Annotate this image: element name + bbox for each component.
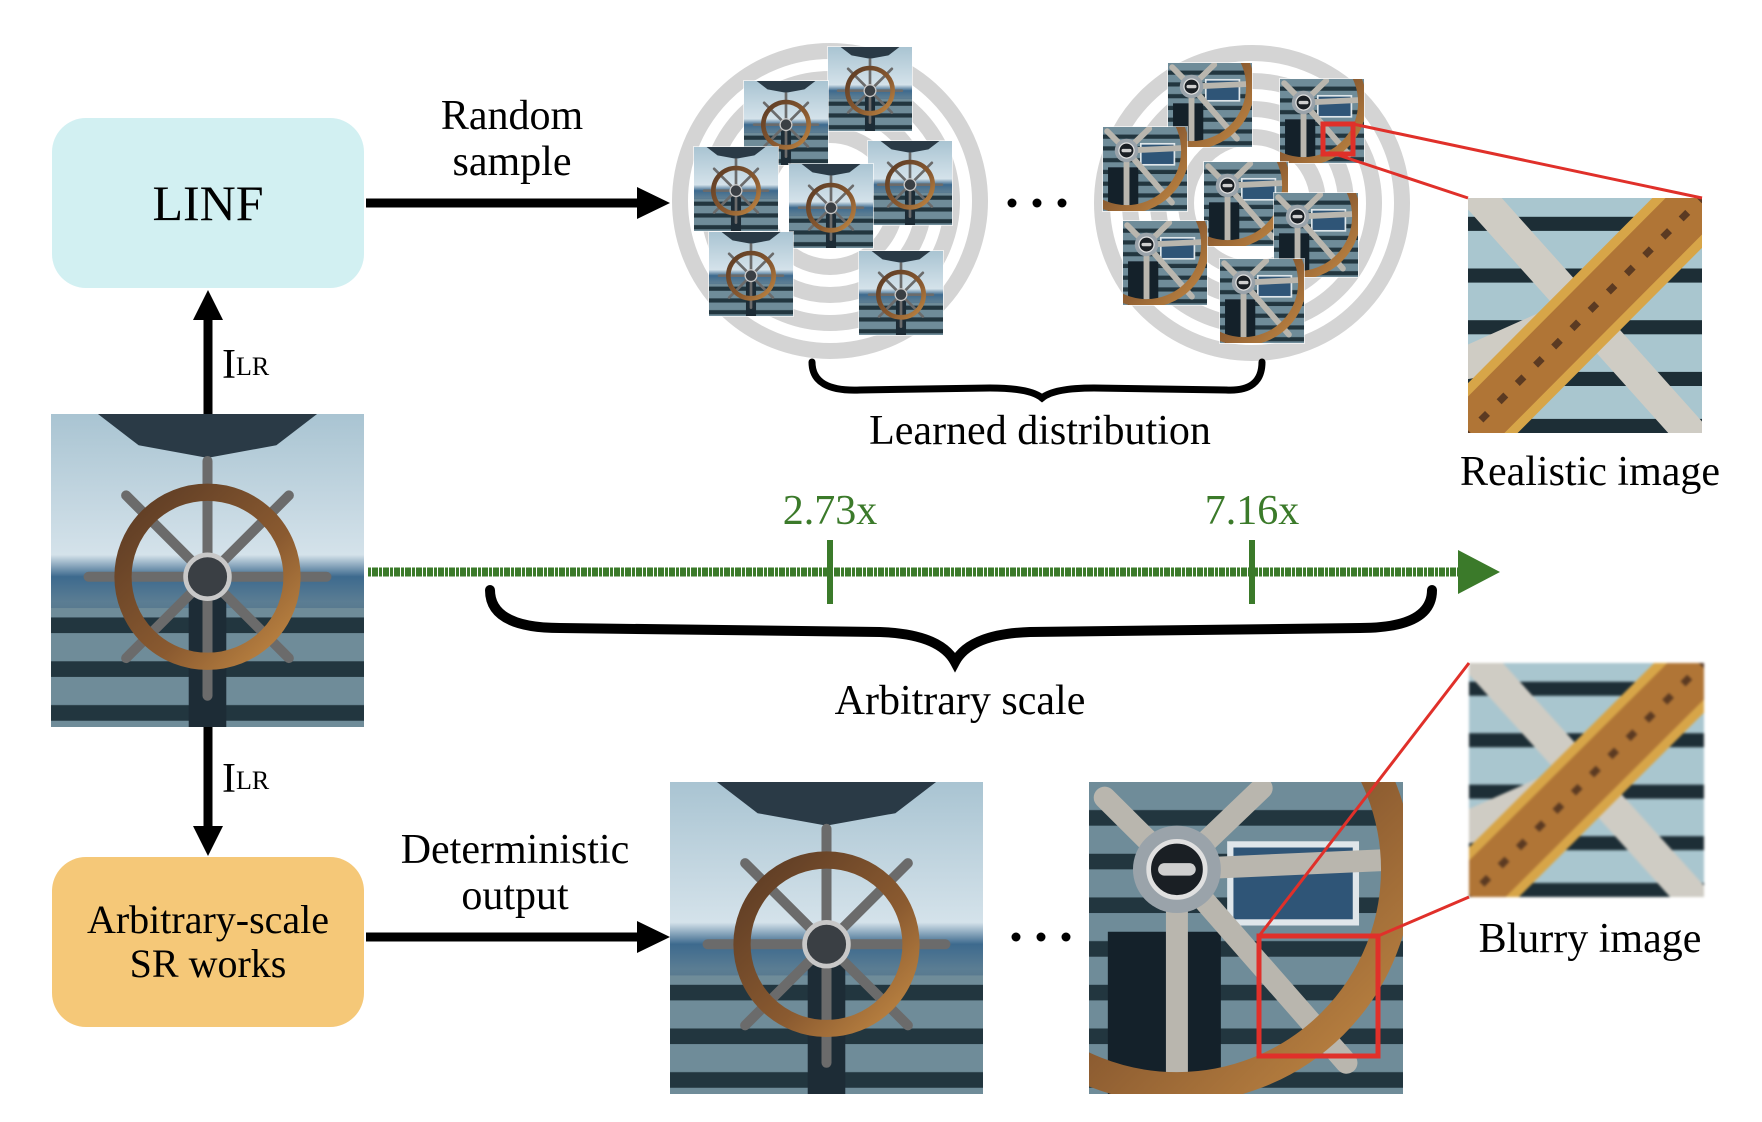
ship-wheel-photo: [694, 147, 778, 231]
sr-output-image-low-scale: [670, 782, 983, 1094]
sample-thumbnail: [789, 164, 873, 248]
scale-tick-label-2: 7.16x: [1204, 488, 1300, 534]
scale-axis-arrowhead: [1458, 550, 1500, 594]
ship-wheel-photo: [859, 251, 943, 335]
ship-wheel-photo-zoomed: [1123, 221, 1207, 305]
ship-wheel-photo: [828, 47, 912, 131]
sample-thumbnail-zoomed: [1220, 259, 1304, 343]
ship-wheel-photo: [709, 232, 793, 316]
sr-box-label-line2: SR works: [129, 941, 287, 986]
sample-thumbnail: [859, 251, 943, 335]
arbitrary-scale-sr-box: Arbitrary-scale SR works: [52, 857, 364, 1027]
ship-wheel-photo: [670, 782, 983, 1094]
scale-axis: [368, 550, 1500, 594]
ship-wheel-photo: [789, 164, 873, 248]
input-lr-image: [51, 414, 364, 727]
sample-thumbnail-zoomed: [1123, 221, 1207, 305]
realistic-zoom-image: [1468, 198, 1702, 433]
ship-wheel-photo: [868, 141, 952, 225]
sample-thumbnail: [709, 232, 793, 316]
sample-thumbnail: [694, 147, 778, 231]
scale-tick-label-1: 2.73x: [782, 488, 878, 534]
learned-distribution-brace: [808, 358, 1266, 403]
wheel-rim-closeup: [1468, 198, 1702, 433]
linf-box: LINF: [52, 118, 364, 288]
random-sample-arrow: [366, 187, 670, 219]
input-to-sr-arrow: [193, 727, 223, 856]
sr-box-label: Arbitrary-scale SR works: [87, 898, 329, 986]
sample-thumbnail-zoomed: [1280, 79, 1364, 163]
ship-wheel-photo-zoomed: [1103, 127, 1187, 211]
ship-wheel-photo-zoomed: [1089, 782, 1403, 1094]
learned-distribution-label: Learned distribution: [869, 408, 1211, 454]
bottom-ellipsis: [1011, 932, 1071, 942]
ilr-label-down: ILR: [222, 756, 270, 802]
linf-label: LINF: [152, 175, 264, 231]
sr-output-image-high-scale: [1089, 782, 1403, 1094]
realistic-highlight: [1320, 121, 1703, 200]
ship-wheel-photo-zoomed: [1280, 79, 1364, 163]
arbitrary-scale-label: Arbitrary scale: [834, 678, 1086, 724]
random-sample-label: Random sample: [440, 93, 584, 185]
top-ellipsis: [1007, 198, 1067, 208]
deterministic-output-arrow: [366, 921, 670, 953]
blurry-image-label: Blurry image: [1478, 916, 1702, 962]
wheel-rim-closeup: [1469, 663, 1704, 897]
ship-wheel-photo-zoomed: [1220, 259, 1304, 343]
sr-box-label-line1: Arbitrary-scale: [86, 897, 330, 942]
sample-thumbnail: [868, 141, 952, 225]
sample-thumbnail: [828, 47, 912, 131]
ship-wheel-photo: [51, 414, 364, 727]
arbitrary-scale-brace: [485, 585, 1437, 673]
realistic-image-label: Realistic image: [1459, 449, 1721, 495]
deterministic-output-label: Deterministic output: [400, 827, 630, 919]
input-to-linf-arrow: [193, 290, 223, 414]
blurry-zoom-image: [1469, 663, 1704, 897]
sample-thumbnail-zoomed: [1103, 127, 1187, 211]
ilr-label-up: ILR: [222, 342, 270, 388]
